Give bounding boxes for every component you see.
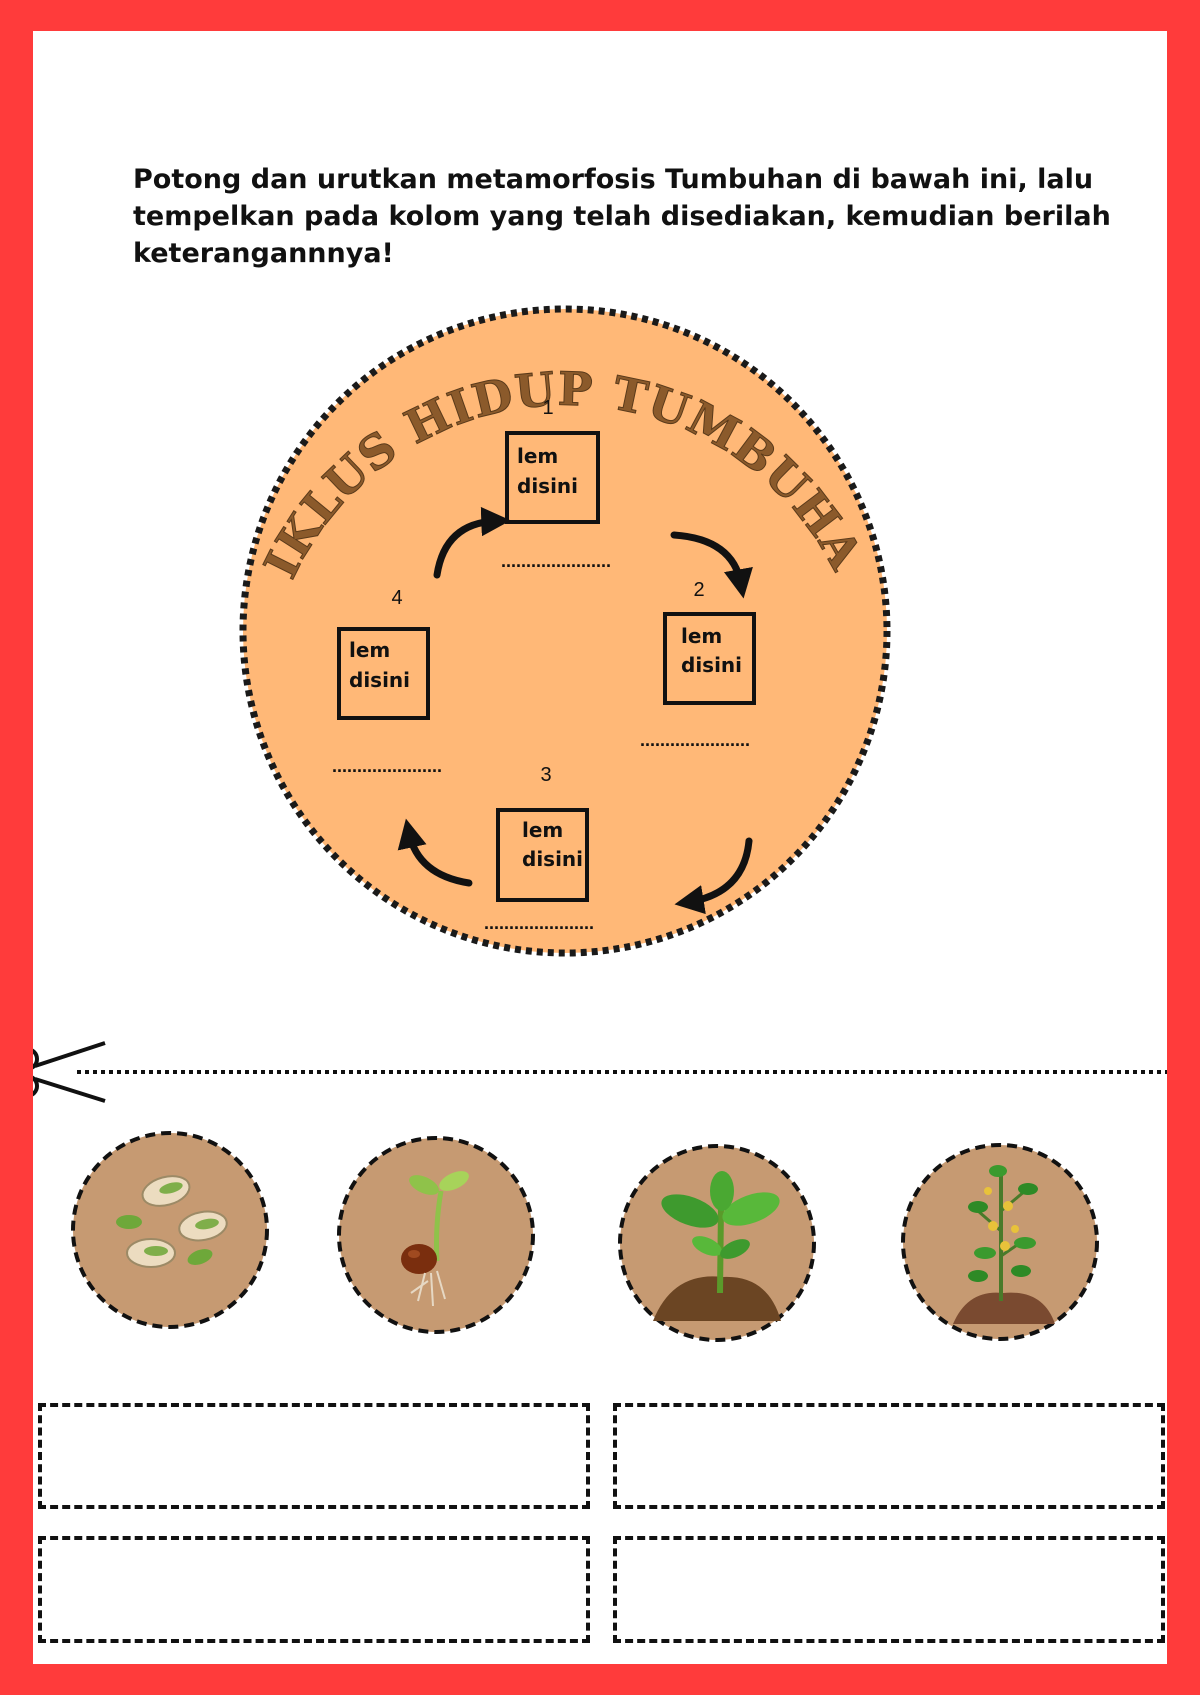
cutout-flowering-plant[interactable] (901, 1143, 1099, 1341)
glue-box[interactable] (337, 627, 430, 720)
worksheet-page: Potong dan urutkan metamorfosis Tumbuhan… (33, 31, 1167, 1664)
glue-box[interactable] (505, 431, 600, 524)
glue-box[interactable] (496, 808, 589, 902)
glue-label: disini (517, 474, 578, 498)
seeds-icon (116, 1175, 228, 1268)
cutout-seedling[interactable] (618, 1144, 816, 1342)
seedling-icon (653, 1171, 781, 1321)
cycle-arrow-icon (670, 531, 753, 599)
glue-label: lem (517, 444, 558, 468)
caption-line: ...................... (640, 730, 750, 750)
answer-box-1[interactable] (38, 1403, 590, 1509)
answer-box-3[interactable] (38, 1536, 590, 1643)
slot-2[interactable]: 2 lem disini ...................... (640, 579, 756, 750)
cutout-sprout[interactable] (337, 1136, 535, 1334)
cycle-arrow-icon (433, 506, 511, 579)
cutout-seeds[interactable] (71, 1131, 269, 1329)
caption-line: ...................... (484, 913, 594, 933)
scissors-icon (33, 1041, 106, 1103)
slot-3[interactable]: 3 lem disini ...................... (484, 764, 594, 933)
glue-label: lem (522, 818, 563, 842)
caption-line: ...................... (332, 756, 442, 776)
glue-label: lem (349, 638, 390, 662)
glue-box[interactable] (663, 612, 756, 705)
life-cycle-circle (239, 305, 891, 957)
slot-4[interactable]: 4 lem disini ...................... (332, 587, 442, 776)
answer-box-4[interactable] (613, 1536, 1165, 1643)
glue-label: lem (681, 624, 722, 648)
cycle-arrow-icon (674, 837, 753, 915)
cycle-arrow-icon (397, 818, 473, 887)
glue-label: disini (349, 668, 410, 692)
answer-box-2[interactable] (613, 1403, 1165, 1509)
slot-1[interactable]: 1 lem disini ...................... (501, 397, 611, 571)
life-cycle-diagram: SIKLUS HIDUP TUMBUHAN 1 lem disini .....… (33, 31, 1167, 1342)
glue-label: disini (681, 653, 742, 677)
slot-number: 1 (542, 397, 553, 419)
slot-number: 4 (391, 587, 402, 609)
instruction-text: Potong dan urutkan metamorfosis Tumbuhan… (133, 164, 1111, 269)
caption-line: ...................... (501, 551, 611, 571)
sprout-icon (401, 1171, 469, 1307)
slot-number: 3 (540, 764, 551, 786)
flowering-plant-icon (953, 1165, 1055, 1324)
slot-number: 2 (693, 579, 704, 601)
glue-label: disini (522, 847, 583, 871)
